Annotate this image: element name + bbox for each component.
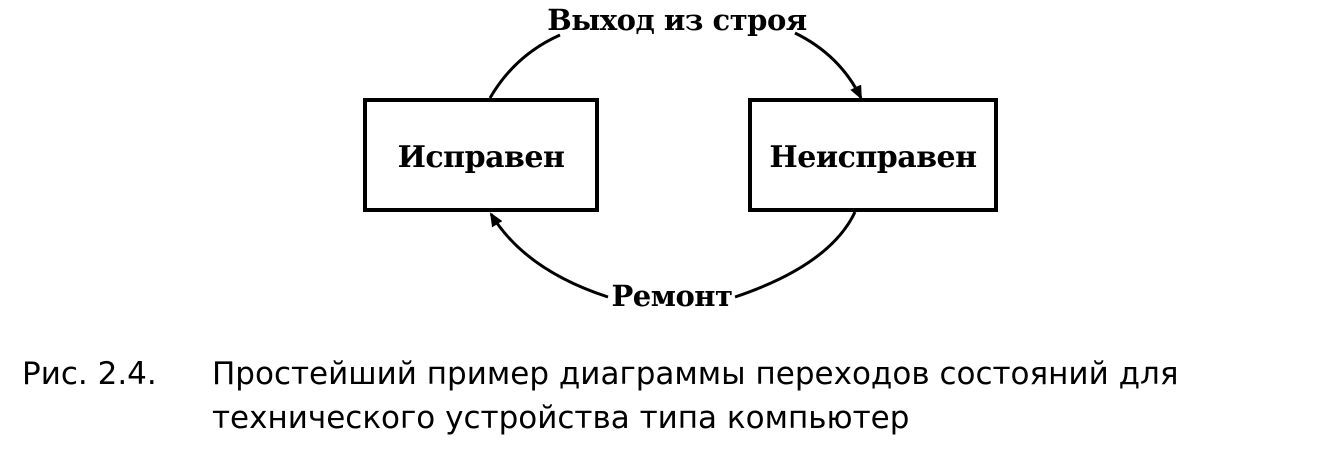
state-working: Исправен	[363, 98, 599, 212]
caption-line-1: Простейший пример диаграммы переходов со…	[212, 356, 1179, 392]
state-faulty: Неисправен	[748, 98, 998, 212]
transition-failure-arc-start	[488, 33, 561, 99]
state-faulty-label: Неисправен	[769, 140, 976, 175]
figure-caption: Рис. 2.4. Простейший пример диаграммы пе…	[22, 352, 1332, 440]
transition-failure-arc-end	[794, 31, 863, 100]
state-working-label: Исправен	[398, 140, 565, 175]
transition-repair-label: Ремонт	[612, 279, 733, 313]
transition-repair-arc-end	[489, 212, 609, 299]
transition-repair: Ремонт	[489, 211, 857, 313]
caption-line-2: технического устройства типа компьютер	[212, 400, 910, 436]
state-faulty-box	[748, 98, 998, 212]
transition-failure-label: Выход из строя	[547, 3, 806, 37]
caption-row-1: Рис. 2.4. Простейший пример диаграммы пе…	[22, 352, 1332, 396]
state-working-box	[363, 98, 599, 212]
caption-row-2: технического устройства типа компьютер	[22, 396, 1332, 440]
transition-failure: Выход из строя	[488, 3, 863, 100]
caption-indent	[22, 396, 212, 440]
caption-figure-number: Рис. 2.4.	[22, 356, 157, 392]
transition-repair-arc-start	[734, 211, 857, 299]
state-transition-diagram: Исправен Неисправен Выход из строя Ремон…	[363, 3, 998, 313]
